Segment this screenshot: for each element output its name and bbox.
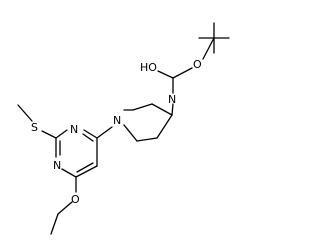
bond-pyr-c6-c5-double (76, 162, 94, 173)
bond-pip-c5-c6 (136, 137, 158, 142)
atom-label-n-pyrimidine-top: N (70, 123, 78, 136)
bond-tbu-oxygen (202, 37, 215, 60)
bond-pip-c4-c3 (151, 103, 173, 116)
bonds (17, 22, 230, 235)
bond-oxygen-ethyl (57, 201, 73, 215)
atom-labels: HO O N N N N S O (31, 58, 202, 206)
structure-canvas: HO O N N N N S O (17, 22, 230, 235)
atom-label-o-ester: O (193, 58, 202, 71)
bond-pyr-n3-c2 (55, 129, 68, 139)
atom-label-nh: N (168, 93, 176, 106)
bond-pyr-c4-n3-double (82, 133, 94, 142)
bond-pyr-c6-c5 (75, 165, 98, 178)
bond-pip-c6-n (123, 124, 138, 142)
bond-pip-c3-c2 (132, 103, 153, 111)
bond-pyr-n1-c6 (61, 168, 77, 178)
bond-piperidine-pyrimidine (96, 126, 113, 139)
bond-nitrogen-piperidine (171, 103, 174, 116)
atom-label-sulfur: S (31, 121, 38, 134)
bond-oxygen-carbonyl (172, 67, 193, 79)
atom-label-n-piperidine: N (113, 114, 121, 127)
bond-pip-c4-c5 (156, 114, 173, 139)
bond-carbonyl-hydroxyl (157, 70, 174, 79)
atom-label-ho: HO (140, 61, 157, 74)
bond-sulfur-methyl (17, 104, 33, 122)
bond-pyr-sulfur (41, 130, 57, 139)
atom-label-n-pyrimidine-bottom: N (53, 159, 61, 172)
bond-pyr-c4-n3 (83, 129, 98, 139)
atom-label-o-ether: O (71, 193, 80, 206)
molecule-structure: HO O N N N N S O (17, 22, 230, 235)
bond-ethyl-methyl (50, 213, 59, 235)
